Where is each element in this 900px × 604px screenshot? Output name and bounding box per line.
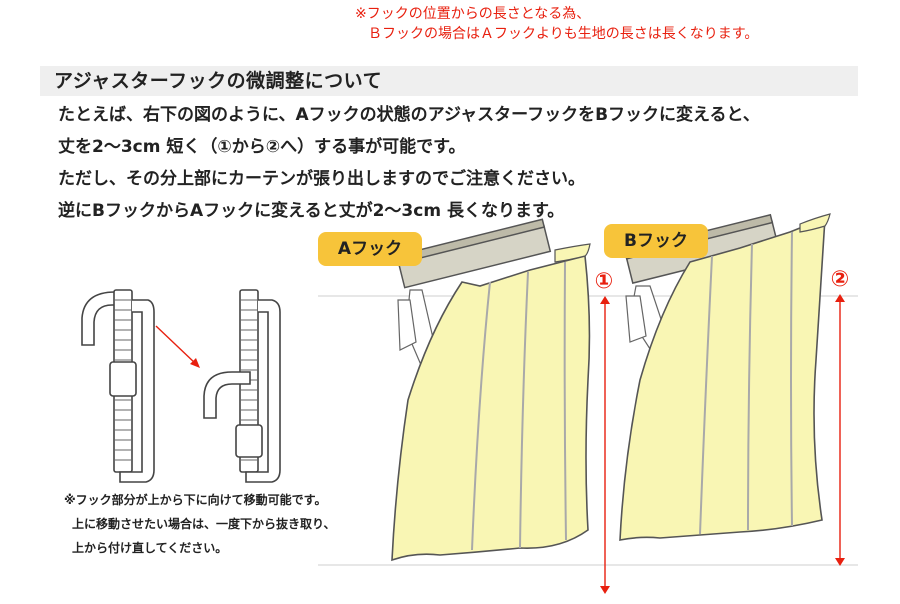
hook-note-line-2: 上に移動させたい場合は、一度下から抜き取り、 [72,517,336,531]
curtain-b [619,213,831,541]
hook-note: ※フック部分が上から下に向けて移動可能です。 上に移動させたい場合は、一度下から… [64,488,336,560]
hook-note-line-1: ※フック部分が上から下に向けて移動可能です。 [64,493,327,507]
mark-2-label: ② [831,267,850,292]
length-arrow-1 [600,296,610,594]
a-hook-label: Aフック [318,232,422,266]
move-arrow [155,325,200,368]
explanation-text: たとえば、右下の図のように、Aフックの状態のアジャスターフックをBフックに変える… [58,99,878,227]
b-hook-label: Bフック [604,224,708,258]
hook-a-illustration [81,289,155,483]
explanation-line-1: たとえば、右下の図のように、Aフックの状態のアジャスターフックをBフックに変える… [58,105,760,125]
mark-1-label: ① [595,269,614,294]
section-heading-bar: アジャスターフックの微調整について [40,66,858,96]
explanation-line-2: 丈を2～3cm 短く（①から②へ）する事が可能です。 [58,137,466,157]
section-heading: アジャスターフックの微調整について [54,70,383,92]
explanation-line-4: 逆にBフックからAフックに変えると丈が2～3cm 長くなります。 [58,201,565,221]
curtain-a [391,218,591,562]
top-note-line-2: Ｂフックの場合はＡフックよりも生地の長さは長くなります。 [368,26,759,42]
top-note-line-1: ※フックの位置からの長さとなる為、 [355,6,591,22]
hook-note-line-3: 上から付け直してください。 [72,541,228,555]
explanation-line-3: ただし、その分上部にカーテンが張り出しますのでご注意ください。 [58,169,585,189]
hook-b-illustration [203,289,281,483]
length-arrow-2 [835,294,845,566]
